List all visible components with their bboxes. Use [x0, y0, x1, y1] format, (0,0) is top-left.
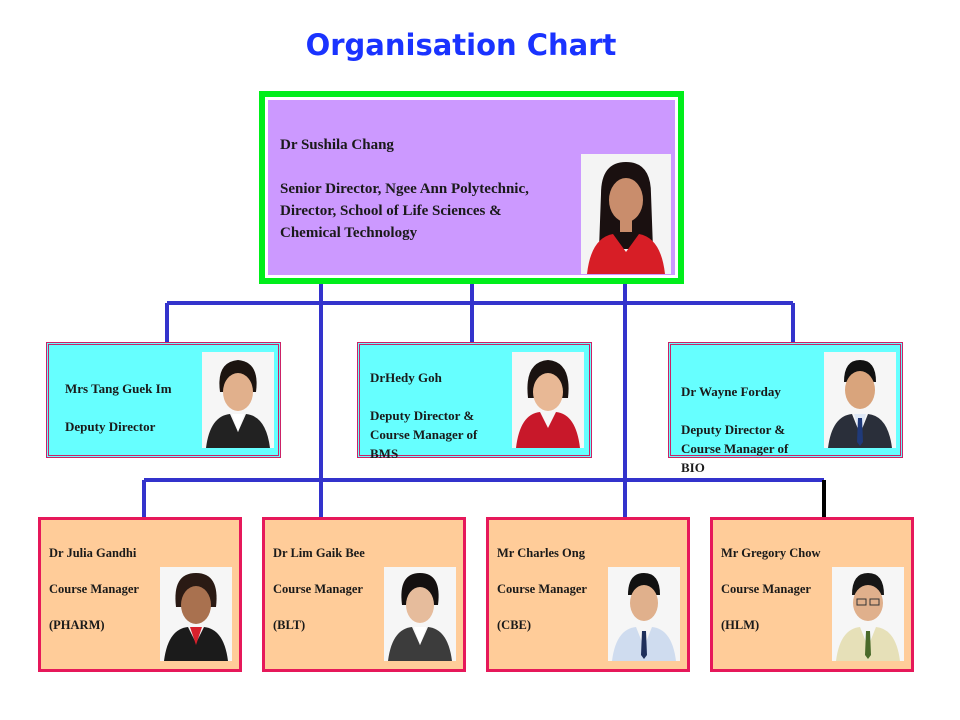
deputy-photo-tang — [202, 352, 274, 448]
deputy-box-forday: Dr Wayne Forday Deputy Director & Course… — [668, 342, 903, 475]
course-manager-box-gandhi: Dr Julia Gandhi Course Manager (PHARM) — [38, 517, 242, 672]
course-code: (CBE) — [497, 618, 532, 632]
director-photo — [581, 154, 671, 274]
deputy-role: Deputy Director — [65, 419, 156, 434]
course-code: (PHARM) — [49, 618, 105, 632]
course-manager-photo-lim — [384, 567, 456, 661]
course-manager-photo-gandhi — [160, 567, 232, 661]
deputy-box-tang: Mrs Tang Guek Im Deputy Director — [46, 342, 281, 458]
deputy-name: Mrs Tang Guek Im — [65, 381, 172, 396]
course-manager-name: Mr Charles Ong — [497, 546, 585, 560]
deputy-box-goh: DrHedy Goh Deputy Director & Course Mana… — [357, 342, 592, 461]
course-manager-name: Dr Lim Gaik Bee — [273, 546, 365, 560]
deputy-text: Mrs Tang Guek Im Deputy Director — [65, 360, 172, 436]
deputy-photo-goh — [512, 352, 584, 448]
director-name: Dr Sushila Chang — [280, 137, 394, 153]
chart-title: Organisation Chart — [305, 28, 617, 62]
deputy-text: Dr Wayne Forday Deputy Director & Course… — [681, 363, 788, 477]
course-manager-box-chow: Mr Gregory Chow Course Manager (HLM) — [710, 517, 914, 672]
course-manager-name: Dr Julia Gandhi — [49, 546, 137, 560]
course-code: (BLT) — [273, 618, 306, 632]
deputy-name: Dr Wayne Forday — [681, 384, 781, 399]
course-manager-photo-chow — [832, 567, 904, 661]
course-manager-role: Course Manager — [721, 582, 811, 596]
director-box: Dr Sushila Chang Senior Director, Ngee A… — [259, 91, 684, 284]
director-text: Dr Sushila Chang Senior Director, Ngee A… — [280, 112, 529, 244]
course-code: (HLM) — [721, 618, 760, 632]
course-manager-text: Mr Gregory Chow Course Manager (HLM) — [721, 526, 821, 634]
course-manager-text: Dr Lim Gaik Bee Course Manager (BLT) — [273, 526, 365, 634]
course-manager-role: Course Manager — [273, 582, 363, 596]
director-panel: Dr Sushila Chang Senior Director, Ngee A… — [268, 100, 675, 275]
deputy-role: Deputy Director & Course Manager of BIO — [681, 422, 789, 475]
course-manager-text: Mr Charles Ong Course Manager (CBE) — [497, 526, 587, 634]
deputy-name: DrHedy Goh — [370, 370, 442, 385]
course-manager-box-lim: Dr Lim Gaik Bee Course Manager (BLT) — [262, 517, 466, 672]
course-manager-text: Dr Julia Gandhi Course Manager (PHARM) — [49, 526, 139, 634]
deputy-role: Deputy Director & Course Manager of BMS — [370, 408, 478, 461]
course-manager-box-ong: Mr Charles Ong Course Manager (CBE) — [486, 517, 690, 672]
course-manager-role: Course Manager — [49, 582, 139, 596]
deputy-photo-forday — [824, 352, 896, 448]
course-manager-role: Course Manager — [497, 582, 587, 596]
director-role: Senior Director, Ngee Ann Polytechnic, D… — [280, 181, 529, 241]
deputy-text: DrHedy Goh Deputy Director & Course Mana… — [370, 349, 477, 463]
course-manager-name: Mr Gregory Chow — [721, 546, 821, 560]
course-manager-photo-ong — [608, 567, 680, 661]
